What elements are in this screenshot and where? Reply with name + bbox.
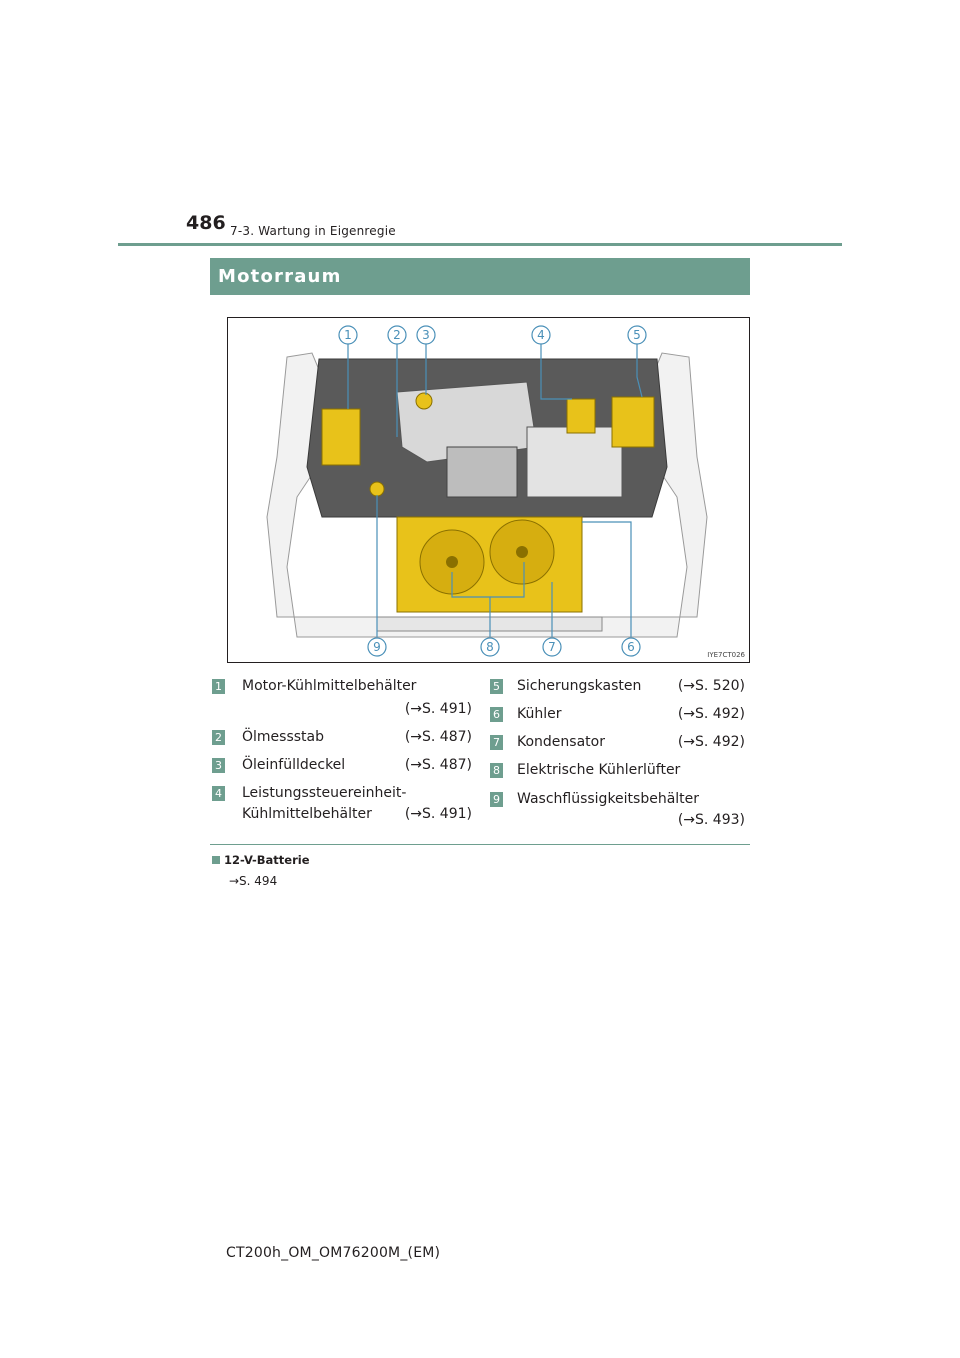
legend-ref-2: (→S. 487) bbox=[404, 729, 472, 745]
bullet-square-icon bbox=[212, 856, 220, 864]
callout-6: 6 bbox=[627, 640, 635, 654]
legend-label-5: Sicherungskasten bbox=[517, 678, 642, 694]
legend-number-7: 7 bbox=[490, 735, 503, 750]
legend-number-1: 1 bbox=[212, 679, 225, 694]
legend-label-4-line2: Kühlmittelbehälter bbox=[242, 806, 372, 822]
legend-ref-3: (→S. 487) bbox=[404, 757, 472, 773]
section-title: Motorraum bbox=[210, 258, 750, 295]
note-title: 12-V-Batterie bbox=[212, 853, 310, 867]
section-reference: 7-3. Wartung in Eigenregie bbox=[230, 224, 396, 238]
legend-number-4: 4 bbox=[212, 786, 225, 801]
figure-code: IYE7CT026 bbox=[707, 651, 745, 659]
legend-label-7: Kondensator bbox=[517, 734, 605, 750]
note-ref: →S. 494 bbox=[229, 874, 278, 888]
callout-9: 9 bbox=[373, 640, 381, 654]
legend-label-4: Leistungssteuereinheit- bbox=[242, 785, 407, 801]
engine-bay-illustration: 1 2 3 4 5 9 8 7 6 IYE7CT026 bbox=[227, 317, 750, 663]
callout-1: 1 bbox=[344, 328, 352, 342]
legend-label-8: Elektrische Kühlerlüfter bbox=[517, 762, 681, 778]
legend-label-6: Kühler bbox=[517, 706, 562, 722]
legend-number-3: 3 bbox=[212, 758, 225, 773]
legend-number-2: 2 bbox=[212, 730, 225, 745]
document-code: CT200h_OM_OM76200M_(EM) bbox=[226, 1245, 441, 1261]
header-rule bbox=[118, 243, 842, 246]
legend-number-6: 6 bbox=[490, 707, 503, 722]
legend-label-2: Ölmessstab bbox=[242, 729, 324, 745]
page-number: 486 bbox=[186, 212, 226, 234]
legend-bottom-rule bbox=[210, 844, 750, 845]
legend-ref-4: (→S. 491) bbox=[404, 806, 472, 822]
note-title-text: 12-V-Batterie bbox=[224, 853, 310, 867]
legend-number-5: 5 bbox=[490, 679, 503, 694]
legend-ref-1: (→S. 491) bbox=[404, 701, 472, 717]
legend-ref-9: (→S. 493) bbox=[677, 812, 745, 828]
callout-8: 8 bbox=[486, 640, 494, 654]
legend-ref-5: (→S. 520) bbox=[677, 678, 745, 694]
legend-ref-7: (→S. 492) bbox=[677, 734, 745, 750]
callout-2: 2 bbox=[393, 328, 401, 342]
legend-label-3: Öleinfülldeckel bbox=[242, 757, 346, 773]
callout-5: 5 bbox=[633, 328, 641, 342]
callout-3: 3 bbox=[422, 328, 430, 342]
legend-number-9: 9 bbox=[490, 792, 503, 807]
callout-top bbox=[338, 325, 647, 345]
legend-ref-6: (→S. 492) bbox=[677, 706, 745, 722]
callout-4: 4 bbox=[537, 328, 545, 342]
legend-number-8: 8 bbox=[490, 763, 503, 778]
legend-label-1: Motor-Kühlmittelbehälter bbox=[242, 678, 417, 694]
callout-7: 7 bbox=[548, 640, 556, 654]
legend-label-9: Waschflüssigkeitsbehälter bbox=[517, 791, 700, 807]
